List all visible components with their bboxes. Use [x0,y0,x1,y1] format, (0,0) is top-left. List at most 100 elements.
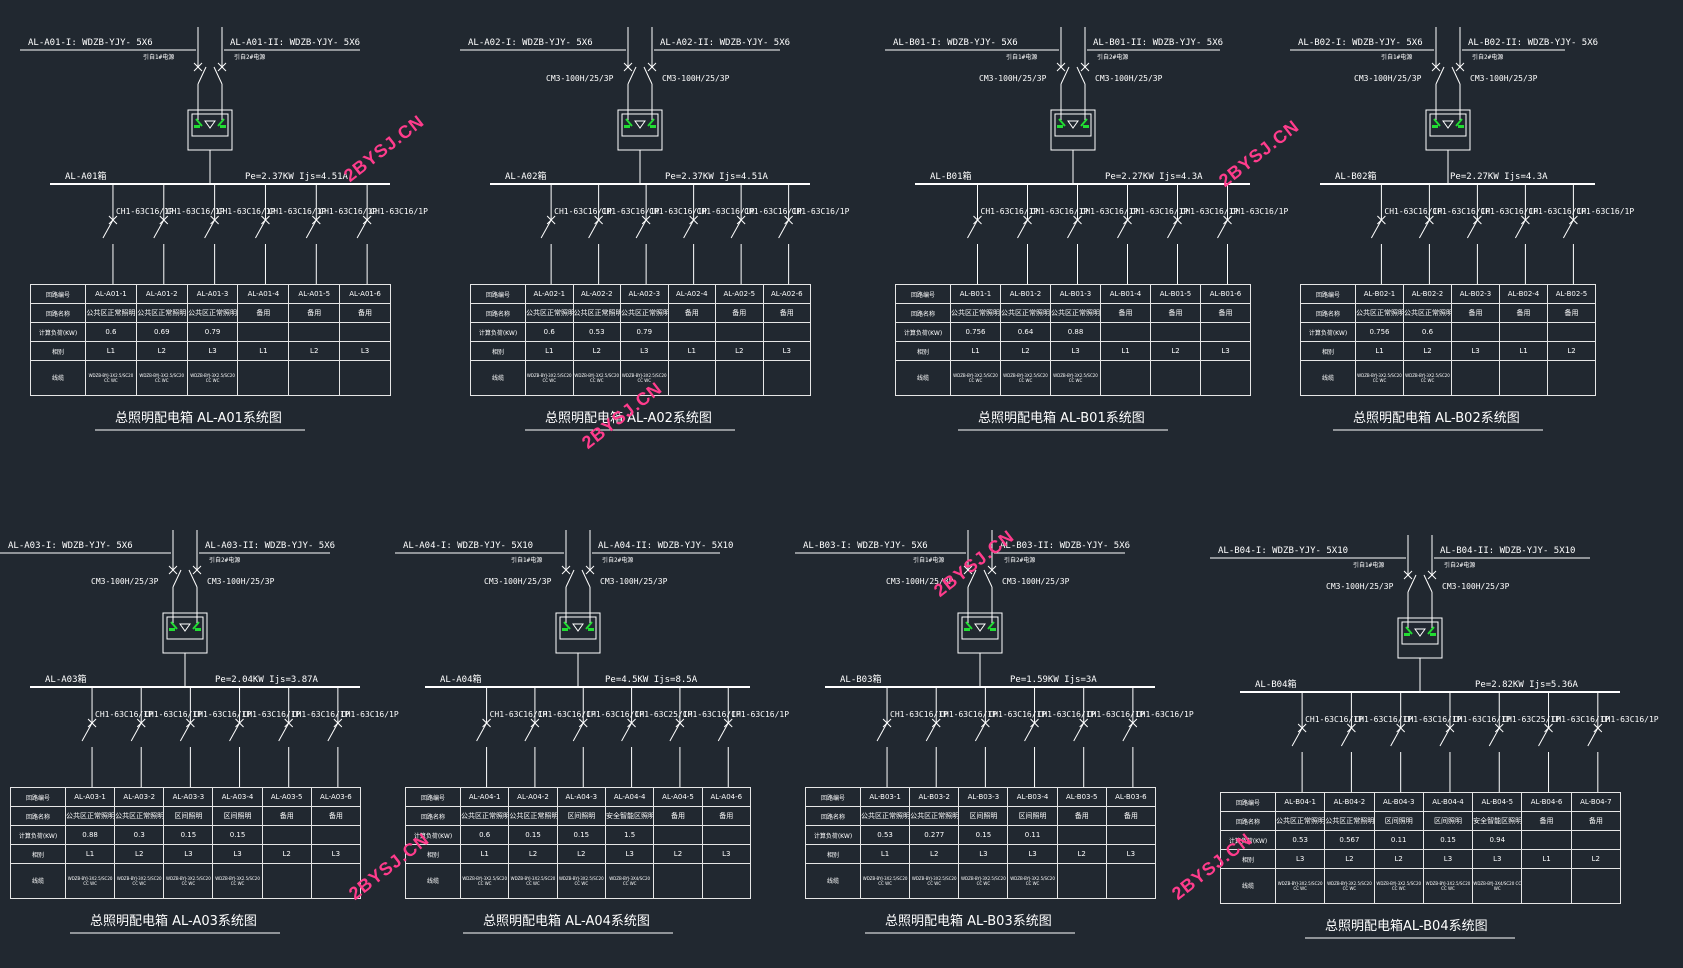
branch-breaker-label: CH1-63C16/1P [115,207,174,216]
table-cell: 0.6 [85,322,137,342]
table-cell [288,360,341,396]
branch-breaker-label: CH1-63C16/1P [980,207,1039,216]
feeder-2-note: 引自2#电源 [1472,54,1504,61]
table-cell: AL-B04-6 [1521,792,1572,812]
table-cell: 公共区正常照明 [1274,811,1326,831]
table-cell: 区间照明 [1373,811,1424,831]
table-cell [653,863,703,899]
table-cell: L3 [1050,341,1101,361]
table-cell: 备用 [1200,303,1251,323]
table-cell: AL-A01-2 [135,284,188,304]
table-cell: L3 [339,341,391,361]
table-cell: 备用 [288,303,341,323]
table-cell: 备用 [1150,303,1201,323]
feeder-1-label: AL-B04-I: WDZB-YJY- 5X10 [1218,546,1349,556]
table-cell: 备用 [715,303,764,323]
table-cell: L2 [1570,849,1621,869]
table-cell: L1 [525,341,574,361]
table-cell: L2 [1373,849,1424,869]
table-cell: L2 [556,844,606,864]
table-cell: L3 [1472,849,1523,869]
branch-breaker-label: CH1-63C16/1P [95,710,153,719]
branch-breaker-label: CH1-63C16/1P [890,710,948,719]
table-cell: 安全智能区照明箱 ALA-B01 [1472,811,1523,831]
table-cell: 0.94 [1472,830,1523,850]
table-cell: 备用 [237,303,290,323]
feeder-2-note: 引自2#电源 [1004,557,1036,564]
table-cell: WDZB-BYJ-3X4/SC20 CC WC [1472,868,1523,904]
table-cell: 区间照明 [1007,806,1058,826]
table-cell: WDZB-BYJ-3X2.5/SC20 CC WC [135,360,188,396]
row-header: 回路名称 [1220,811,1276,831]
branch-breaker-label: CH1-63C16/1P [601,207,660,216]
branch-breaker-label: CH1-63C16/1P [537,710,596,719]
diagram-title: 总照明配电箱 AL-B01系统图 [978,411,1145,426]
table-cell: WDZB-BYJ-3X2.5/SC20 CC WC [508,863,558,899]
table-cell: 0.79 [620,322,669,342]
table-cell: L2 [1150,341,1201,361]
branch-breaker-label: CH1-63C16/1P [370,207,428,216]
table-cell: L2 [909,844,960,864]
table-cell: 公共区正常照明 [64,806,116,826]
table-cell: 0.15 [212,825,263,845]
table-cell: 0.756 [950,322,1001,342]
table-cell: 备用 [1547,303,1596,323]
panel-schematic [20,27,390,431]
table-cell: AL-B03-4 [1007,787,1058,807]
branch-breaker-label: CH1-63C16/1P [1576,207,1635,216]
feeder-2-label: AL-B03-II: WDZB-YJY- 5X6 [1000,541,1131,551]
row-header: 线缆 [1220,868,1276,904]
row-header: 回路名称 [895,303,951,323]
load-summary: Pe=2.37KW Ijs=4.51A [245,172,348,182]
table-cell: 0.15 [163,825,214,845]
table-cell: AL-B01-5 [1150,284,1201,304]
table-cell [701,825,751,845]
table-cell: WDZB-BYJ-3X2.5/SC20 CC WC [1000,360,1051,396]
feeder-2-label: AL-A04-II: WDZB-YJY- 5X10 [598,541,734,551]
table-cell: 0.11 [1373,830,1424,850]
table-row: 回路名称公共区正常照明公共区正常照明区间照明区间照明备用备用 [805,806,1156,826]
table-cell: L1 [1521,849,1572,869]
bus-label: AL-B04箱 [1255,680,1297,690]
row-header: 回路编号 [10,787,66,807]
table-cell: AL-A01-1 [85,284,137,304]
table-cell: WDZB-BYJ-3X2.5/SC20 CC WC [459,863,510,899]
branch-breaker-label: CH1-63C16/1P [988,710,1047,719]
table-cell: AL-B03-3 [958,787,1009,807]
table-cell: 0.567 [1324,830,1375,850]
table-cell: L3 [186,341,239,361]
incoming-breaker-1-label: CM3-100H/25/3P [1354,74,1422,83]
table-cell: L3 [310,844,361,864]
table-cell: WDZB-BYJ-3X2.5/SC20 CC WC [572,360,621,396]
table-cell: 0.3 [114,825,165,845]
ats-switch-icon [1050,109,1096,151]
table-cell: 0.15 [1422,830,1474,850]
row-header: 回路编号 [30,284,86,304]
table-cell: AL-A03-1 [64,787,116,807]
bus-label: AL-A03箱 [45,675,87,685]
ats-switch-icon [617,109,663,151]
branch-breaker-label: CH1-63C16/1P [939,710,997,719]
branch-breaker-label: CH1-63C16/1P [1135,710,1194,719]
table-cell: AL-A03-5 [261,787,312,807]
table-cell: L1 [237,341,290,361]
load-summary: Pe=1.59KW Ijs=3A [1010,675,1097,685]
row-header: 相别 [470,341,526,361]
table-cell: AL-B04-1 [1274,792,1326,812]
table-cell [1150,360,1201,396]
table-cell: 公共区正常照明 [525,303,574,323]
incoming-breaker-1-label: CM3-100H/25/3P [886,577,954,586]
table-cell [1547,322,1596,342]
table-cell: AL-A03-4 [212,787,263,807]
panel-schematic [885,27,1250,431]
table-cell: AL-A01-3 [186,284,239,304]
